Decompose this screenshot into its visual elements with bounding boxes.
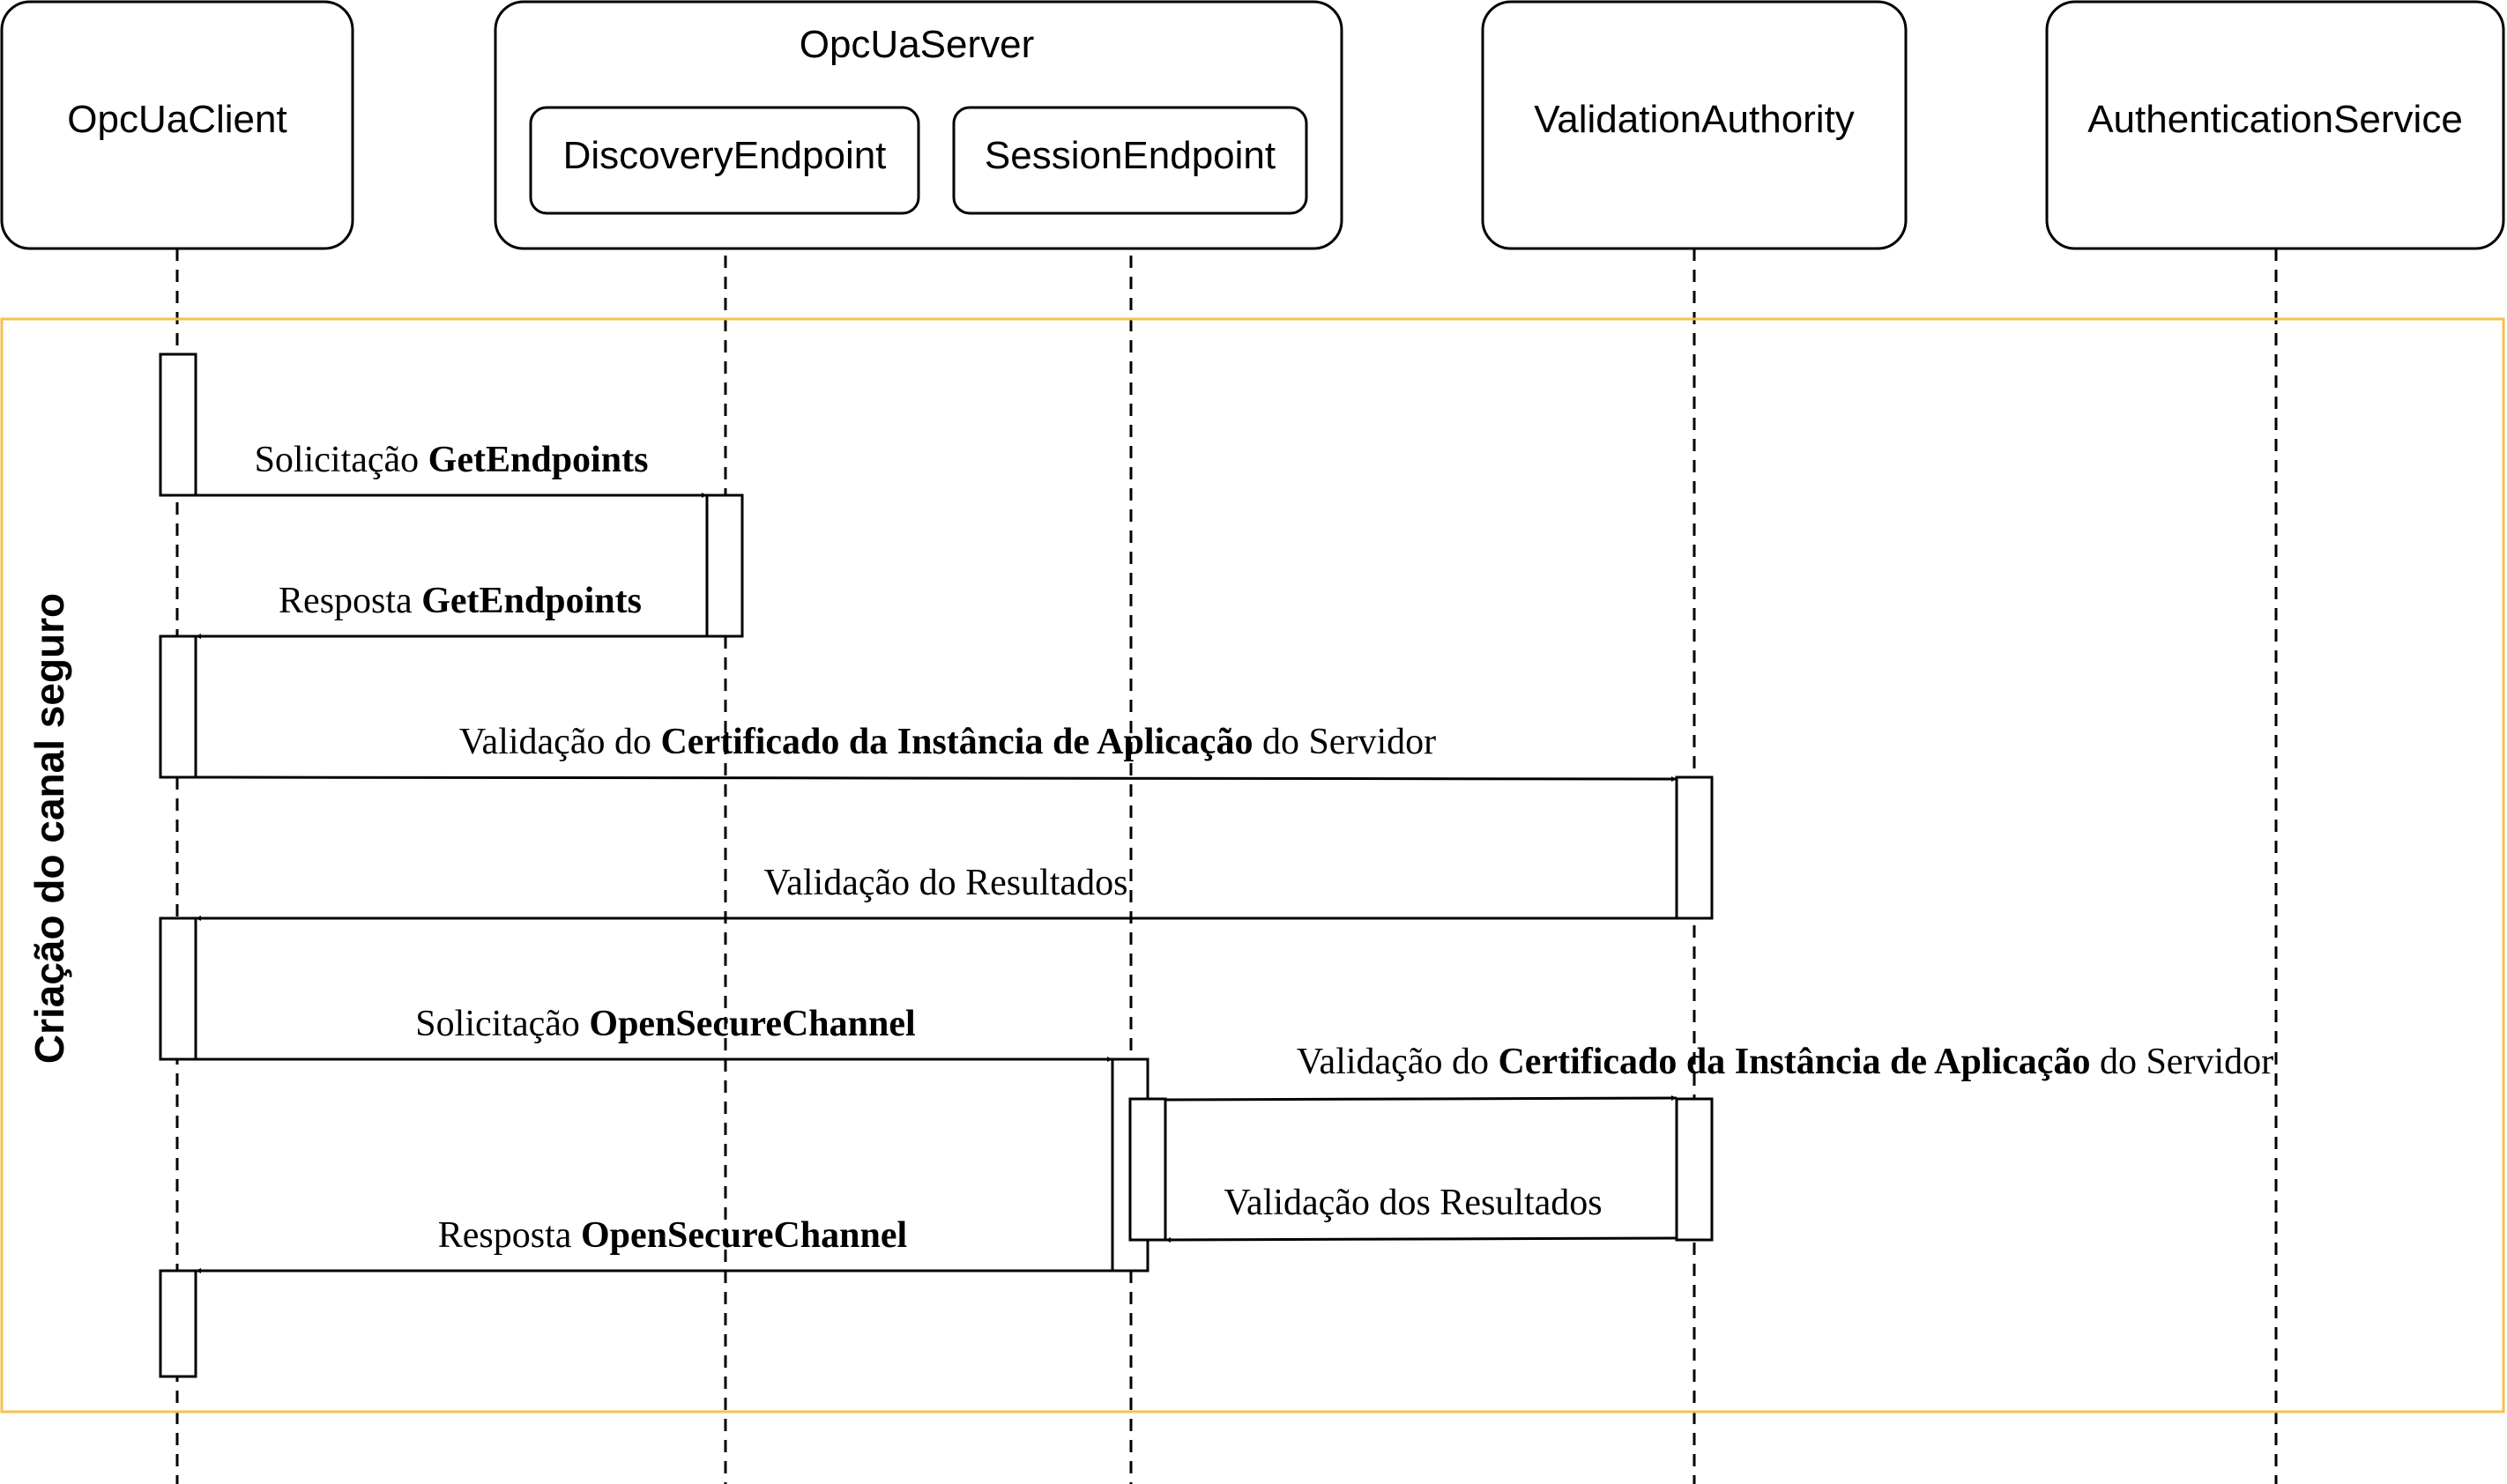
- activation-client-4: [159, 1269, 197, 1378]
- activation-client-1: [159, 352, 197, 497]
- message-6-suffix: do Servidor: [2090, 1042, 2273, 1082]
- message-8-text: Resposta: [438, 1215, 581, 1256]
- participant-validation-label: ValidationAuthority: [1534, 98, 1855, 141]
- message-1-text: Solicitação: [255, 440, 428, 480]
- participant-discovery-label: DiscoveryEndpoint: [563, 134, 887, 177]
- participant-validation[interactable]: ValidationAuthority: [1481, 0, 1908, 250]
- message-4-label: Validação do Resultados: [764, 863, 1128, 903]
- message-6-label: Validação do Certificado da Instância de…: [1297, 1042, 2273, 1082]
- participant-server[interactable]: OpcUaServer DiscoveryEndpoint SessionEnd…: [494, 0, 1343, 250]
- activation-session-2: [1128, 1097, 1167, 1242]
- participant-session-label: SessionEndpoint: [985, 134, 1276, 177]
- participant-validation-box: [1481, 0, 1908, 250]
- message-6-bold: Certificado da Instância de Aplicação: [1498, 1042, 2090, 1082]
- message-4-text: Validação do Resultados: [764, 863, 1128, 903]
- message-3-label: Validação do Certificado da Instância de…: [459, 722, 1436, 762]
- message-8-label: Resposta OpenSecureChannel: [438, 1215, 907, 1256]
- participant-client-box: [0, 0, 354, 250]
- message-2-bold: GetEndpoints: [421, 581, 642, 621]
- message-5-label: Solicitação OpenSecureChannel: [415, 1004, 915, 1044]
- participant-client-label: OpcUaClient: [67, 98, 286, 141]
- message-3-arrow: [195, 775, 1678, 782]
- message-2-label: Resposta GetEndpoints: [279, 581, 642, 621]
- participant-session-endpoint[interactable]: SessionEndpoint: [952, 106, 1308, 215]
- message-1-label: Solicitação GetEndpoints: [255, 440, 649, 480]
- message-1-bold: GetEndpoints: [428, 440, 649, 480]
- activation-validation-1: [1675, 775, 1714, 920]
- message-6-arrow: [1164, 1095, 1678, 1102]
- participant-auth-box: [2045, 0, 2505, 250]
- participant-session-box: [952, 106, 1308, 215]
- message-6-text: Validação do: [1297, 1042, 1499, 1082]
- activation-validation-2: [1675, 1097, 1714, 1242]
- group-frame: [0, 317, 2505, 1414]
- participant-auth[interactable]: AuthenticationService: [2045, 0, 2505, 250]
- message-8-bold: OpenSecureChannel: [581, 1215, 907, 1256]
- activations: [159, 352, 1714, 1378]
- activation-client-3: [159, 916, 197, 1061]
- participant-client[interactable]: OpcUaClient: [0, 0, 354, 250]
- participant-discovery-box: [529, 106, 920, 215]
- group-frame-label: Criação do canal seguro: [26, 593, 72, 1064]
- message-7-label: Validação dos Resultados: [1224, 1183, 1602, 1223]
- message-2-text: Resposta: [279, 581, 421, 621]
- participant-discovery-endpoint[interactable]: DiscoveryEndpoint: [529, 106, 920, 215]
- activation-discovery-1: [705, 493, 744, 638]
- participant-auth-label: AuthenticationService: [2087, 98, 2463, 141]
- activation-client-2: [159, 634, 197, 779]
- message-7-arrow: [1164, 1236, 1678, 1243]
- message-7-text: Validação dos Resultados: [1224, 1183, 1602, 1223]
- participant-server-label: OpcUaServer: [800, 23, 1035, 66]
- message-5-text: Solicitação: [415, 1004, 589, 1044]
- message-3-text: Validação do: [459, 722, 661, 762]
- messages: [195, 493, 1678, 1273]
- message-3-suffix: do Servidor: [1253, 722, 1436, 762]
- lifelines: [175, 213, 2278, 1484]
- message-3-bold: Certificado da Instância de Aplicação: [660, 722, 1253, 762]
- message-5-bold: OpenSecureChannel: [589, 1004, 915, 1044]
